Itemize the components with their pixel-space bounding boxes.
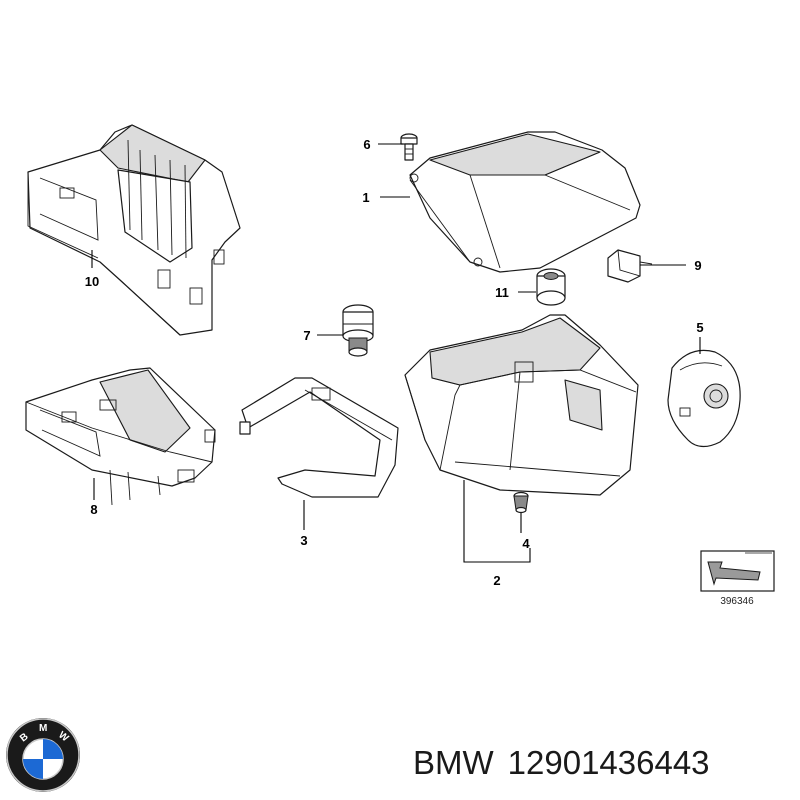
logo-letter-m: M xyxy=(39,723,47,734)
bmw-logo: B M W xyxy=(6,718,80,792)
callout-9: 9 xyxy=(694,258,701,273)
callout-3: 3 xyxy=(300,533,307,548)
callout-4: 4 xyxy=(522,536,530,551)
callout-2: 2 xyxy=(493,573,500,588)
part-1-housing-cover xyxy=(409,131,641,273)
part-8-lower-carrier xyxy=(25,367,216,506)
part-3-bracket xyxy=(239,377,399,498)
reference-symbol: 396346 xyxy=(700,550,775,607)
callout-8: 8 xyxy=(90,502,97,517)
brand-name: BMW xyxy=(413,744,494,781)
part-2-main-box xyxy=(404,314,639,496)
footer-part-label: BMW 12901436443 xyxy=(413,738,724,788)
part-6-screw xyxy=(400,133,418,161)
part-10-relay-carrier xyxy=(27,124,241,336)
leader-lines xyxy=(91,143,701,563)
callout-1: 1 xyxy=(362,190,369,205)
callout-6: 6 xyxy=(363,137,370,152)
part-11-grommet xyxy=(536,268,566,306)
callout-7: 7 xyxy=(303,328,310,343)
part-9-clip xyxy=(607,249,653,283)
callout-11: 11 xyxy=(495,285,509,300)
part-7-sensor xyxy=(342,304,374,357)
reference-number: 396346 xyxy=(720,596,754,607)
part-4-plug xyxy=(513,491,529,514)
callout-5: 5 xyxy=(696,320,703,335)
callout-labels: 1 2 3 4 5 6 7 8 9 10 11 xyxy=(85,137,704,588)
part-number: 12901436443 xyxy=(507,744,710,781)
part-5-cover-disc xyxy=(667,349,741,448)
callout-10: 10 xyxy=(85,274,99,289)
